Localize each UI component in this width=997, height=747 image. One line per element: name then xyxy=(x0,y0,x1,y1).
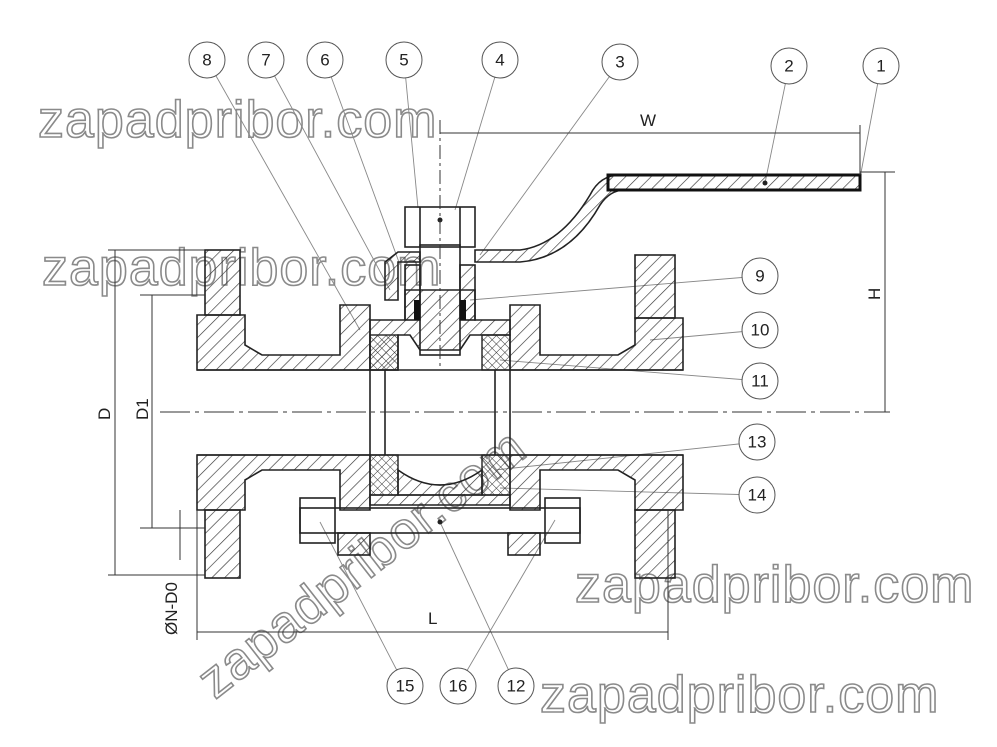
leader-line-2 xyxy=(764,65,790,184)
callout-circle-2 xyxy=(770,47,808,85)
watermark: zapadpribor.com xyxy=(42,239,441,297)
leader-line-6 xyxy=(324,59,401,266)
body-bolt xyxy=(299,497,581,556)
callout-circle-4 xyxy=(481,41,519,79)
callout-circle-11 xyxy=(741,362,779,400)
callout-label-13: 13 xyxy=(748,433,767,452)
callout-circle-1 xyxy=(862,47,900,85)
callout-label-10: 10 xyxy=(751,321,770,340)
callout-circle-7 xyxy=(247,41,285,79)
leader-line-8 xyxy=(206,59,361,331)
dim-l: L xyxy=(428,609,437,628)
leader-line-1 xyxy=(859,65,882,179)
callout-circle-15 xyxy=(386,667,424,705)
dim-h: H xyxy=(865,288,884,300)
leader-line-15 xyxy=(319,521,406,687)
leader-line-5 xyxy=(403,59,419,209)
callout-circle-8 xyxy=(188,41,226,79)
dim-w: W xyxy=(640,111,656,130)
callout-label-5: 5 xyxy=(399,51,408,70)
callout-label-8: 8 xyxy=(202,51,211,70)
left-flange xyxy=(196,249,371,579)
callout-label-15: 15 xyxy=(396,677,415,696)
callout-circle-3 xyxy=(601,43,639,81)
callout-label-2: 2 xyxy=(784,57,793,76)
watermark: zapadpribor.com xyxy=(540,666,939,724)
callout-label-7: 7 xyxy=(261,51,270,70)
dimension-lines xyxy=(108,125,895,640)
callout-label-4: 4 xyxy=(495,51,504,70)
watermark: zapadpribor.com xyxy=(575,556,974,614)
callout-circle-14 xyxy=(738,476,776,514)
callout-circle-13 xyxy=(738,423,776,461)
callout-label-16: 16 xyxy=(449,677,468,696)
callout-circle-5 xyxy=(385,41,423,79)
leader-line-4 xyxy=(454,59,501,211)
callout-circle-9 xyxy=(741,257,779,295)
callout-label-14: 14 xyxy=(748,486,767,505)
right-flange xyxy=(509,254,684,579)
watermark: zapadpribor.com xyxy=(38,91,437,149)
leader-line-7 xyxy=(265,59,391,291)
leader-line-9 xyxy=(469,275,761,301)
leader-line-14 xyxy=(499,487,758,496)
callout-label-9: 9 xyxy=(755,267,764,286)
leader-line-3 xyxy=(479,61,621,256)
leader-line-12 xyxy=(439,521,517,687)
callout-circle-10 xyxy=(741,311,779,349)
stem-assembly xyxy=(384,120,476,370)
bore xyxy=(160,369,890,456)
dim-d: D xyxy=(95,408,114,420)
callout-label-1: 1 xyxy=(876,57,885,76)
callout-circle-12 xyxy=(497,667,535,705)
callout-circle-16 xyxy=(439,667,477,705)
callout-label-6: 6 xyxy=(320,51,329,70)
callout-label-11: 11 xyxy=(751,372,769,391)
callout-circle-6 xyxy=(306,41,344,79)
handle xyxy=(474,173,862,263)
dim-bolt: ØN-D0 xyxy=(162,582,181,635)
dim-d1: D1 xyxy=(133,398,152,420)
callout-label-3: 3 xyxy=(615,53,624,72)
callout-label-12: 12 xyxy=(507,677,526,696)
